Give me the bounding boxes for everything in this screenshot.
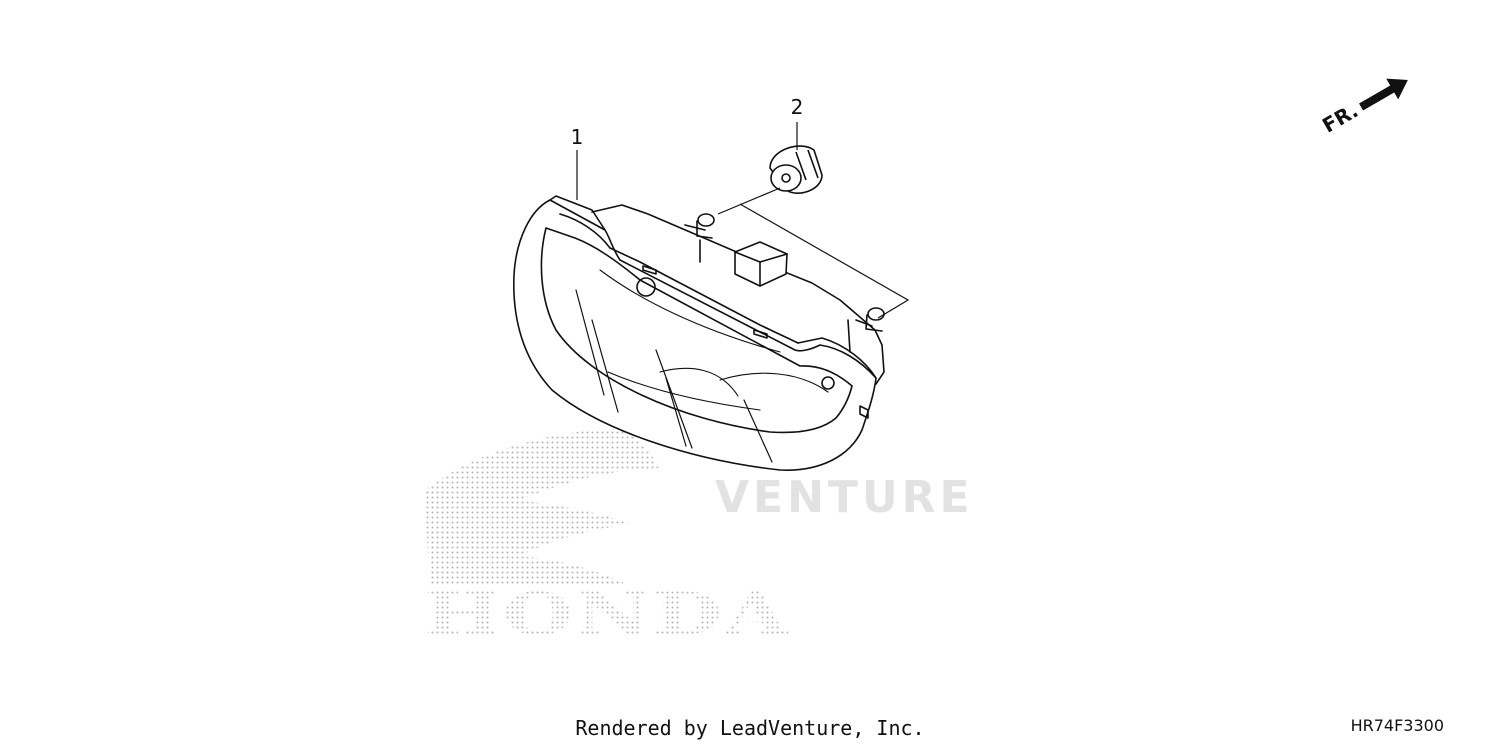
- footer-credit: Rendered by LeadVenture, Inc.: [575, 716, 925, 740]
- front-direction-label: FR.: [1318, 98, 1362, 137]
- diagram-code: HR74F3300: [1350, 716, 1444, 735]
- grommet: [769, 145, 823, 194]
- front-direction-indicator: FR.: [1318, 78, 1408, 138]
- taillight-assembly: [512, 195, 885, 471]
- honda-wing-watermark: [425, 428, 660, 586]
- leader-lines: [576, 122, 910, 319]
- honda-watermark-text: HONDA: [424, 580, 790, 648]
- callout-part-2: 2: [791, 95, 804, 119]
- callout-part-1: 1: [571, 125, 584, 149]
- venture-watermark-text: VENTURE: [715, 472, 974, 523]
- arrow-icon: [1359, 78, 1408, 111]
